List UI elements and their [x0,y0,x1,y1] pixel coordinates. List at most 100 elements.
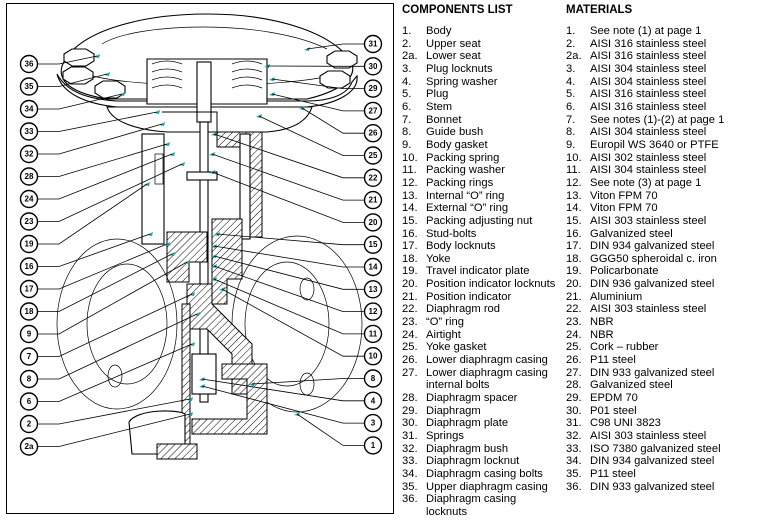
material-row: 13.Viton FPM 70 [566,190,761,203]
material-row: 31. C98 UNI 3823 [566,417,761,430]
callout-label: 4 [371,396,376,405]
callout-label: 28 [25,172,34,181]
material-text: Galvanized steel [590,379,673,392]
material-text: See note (1) at page 1 [590,25,702,37]
callout-label: 22 [369,173,378,182]
callout-circle [363,146,383,165]
component-row: 11.Packing washer [402,164,562,177]
component-number: 34. [402,467,418,480]
component-row: 29.Diaphragm [402,405,562,418]
components-list-title: COMPONENTS LIST [402,4,513,16]
callout-10: 10 [363,347,383,366]
material-row: 17.DIN 934 galvanized steel [566,240,761,253]
material-row: 5.AISI 316 stainless steel [566,88,761,101]
component-text: Diaphragm bush [426,442,509,455]
material-text: Europil WS 3640 or PTFE [590,138,719,151]
component-row: 24.Airtight [402,329,562,342]
callout-circle [363,347,383,366]
callout-35: 35 [19,77,39,96]
callout-label: 16 [25,262,34,271]
component-number: 22. [402,303,418,316]
callout-1: 1 [363,436,383,455]
component-number: 13. [402,189,418,202]
leader-line [37,243,168,290]
material-number: 33. [566,442,582,455]
component-text: Travel indicator plate [426,265,530,278]
material-number: 16. [566,227,582,240]
component-text: Position indicator locknuts [426,278,556,291]
material-number: 13. [566,189,582,202]
component-number: 36. [402,493,418,506]
body-foot [128,410,186,455]
material-text: C98 UNI 3823 [590,417,661,430]
callout-label: 3 [371,419,376,428]
leader-line [271,78,365,89]
callout-circle [19,257,39,276]
callout-2a: 2a [19,437,39,456]
material-text: AISI 303 stainless steel [590,303,707,316]
material-row: 12.See note (3) at page 1 [566,177,761,190]
material-number: 7. [566,113,576,126]
component-text: Packing adjusting nut [426,214,533,227]
callout-16: 16 [19,257,39,276]
component-row: 10.Packing spring [402,152,562,165]
leader-line [37,183,148,245]
material-row: 9.Europil WS 3640 or PTFE [566,139,761,152]
component-row: 14.External “O” ring [402,202,562,215]
component-text: Body [426,25,452,37]
component-row: 23.“O” ring [402,316,562,329]
component-number: 12. [402,176,418,189]
material-row: 8.AISI 304 stainless steel [566,126,761,139]
leader-line [213,133,365,179]
material-row: 26.P11 steel [566,354,761,367]
component-number: 4. [402,75,412,88]
leader-line [213,265,365,313]
leader-line [211,171,365,223]
leader-line [37,153,173,200]
component-number: 7. [402,113,412,126]
component-text: Springs [426,430,464,442]
material-row: 34.DIN 934 galvanized steel [566,455,761,468]
component-text: Diaphragm rod [426,303,500,316]
callout-label: 30 [369,62,378,71]
material-number: 35. [566,467,582,480]
callout-circle [19,414,39,434]
callout-circle [19,234,39,254]
material-text: AISI 316 stainless steel [590,37,707,50]
material-text: AISI 304 stainless steel [590,164,707,177]
component-number: 5. [402,88,412,101]
material-row: 4.AISI 304 stainless steel [566,76,761,89]
material-number: 29. [566,392,582,405]
callout-circle [19,392,39,411]
diaphragm-rod [196,61,212,123]
material-row: 11.AISI 304 stainless steel [566,164,761,177]
component-number: 26. [402,354,418,367]
material-text: Cork – rubber [590,341,659,354]
callout-label: 13 [369,285,378,294]
material-number: 28. [566,379,582,392]
callout-20: 20 [363,213,383,232]
callout-circle [363,324,383,344]
component-row: 22. Diaphragm rod [402,303,562,316]
component-text: Lower diaphragm casing internal bolts [426,366,548,392]
material-number: 12. [566,176,582,189]
callout-circle [19,302,39,321]
callout-label: 34 [25,105,34,114]
material-number: 25. [566,341,582,354]
component-text: External “O” ring [426,202,509,215]
component-number: 18. [402,252,418,265]
component-number: 33. [402,455,418,468]
callout-25: 25 [363,146,383,165]
component-row: 25.Yoke gasket [402,341,562,354]
callout-label: 21 [369,196,378,205]
material-number: 31. [566,417,582,430]
callout-circle [19,279,39,299]
bonnet-right [211,218,243,305]
component-number: 23. [402,316,418,329]
component-row: 5.Plug [402,88,562,101]
callout-label: 14 [369,263,378,272]
component-text: Packing spring [426,151,500,164]
